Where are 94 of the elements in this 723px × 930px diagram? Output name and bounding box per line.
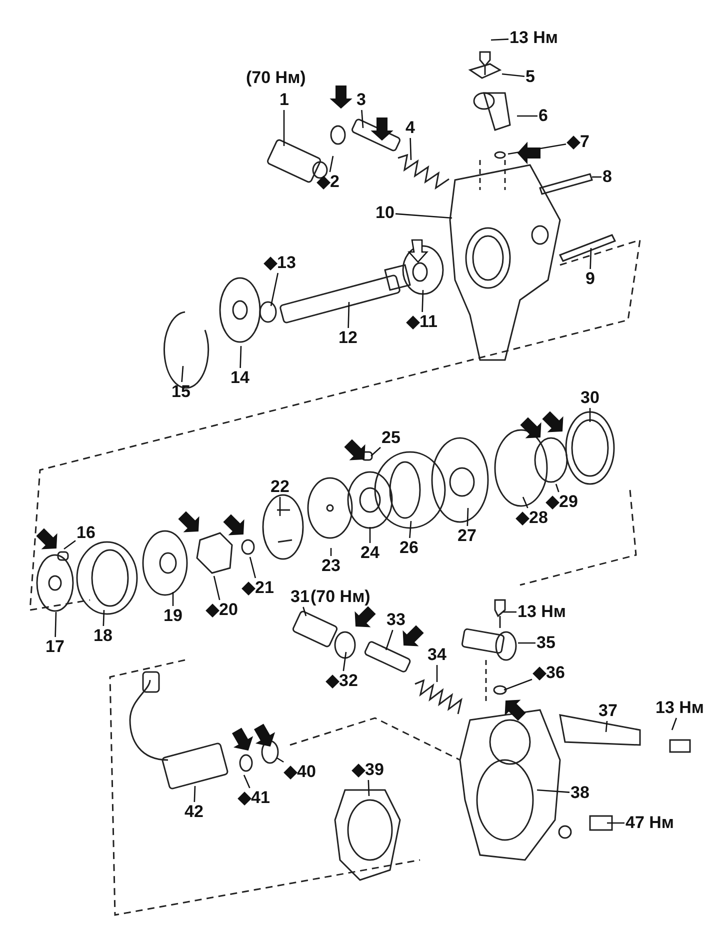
leader-line xyxy=(270,272,279,306)
leader-line xyxy=(368,780,370,796)
leader-line xyxy=(536,789,570,793)
callout-number: 12 xyxy=(338,329,358,347)
torque-value: 47 Нм xyxy=(626,814,674,832)
callout-number: ◆28 xyxy=(516,509,548,527)
callout-number: ◆20 xyxy=(206,601,238,619)
callout-number: ◆41 xyxy=(238,789,270,807)
callout-number: 35 xyxy=(536,634,556,652)
leader-line xyxy=(409,520,412,538)
callout-number: 24 xyxy=(360,544,380,562)
leader-line xyxy=(243,774,250,788)
torque-value: 13 Нм xyxy=(656,699,704,717)
callout-number: 42 xyxy=(184,803,204,821)
callout-number: ◆11 xyxy=(406,313,438,331)
callout-number: 10 xyxy=(376,204,394,222)
leader-line xyxy=(249,556,256,578)
callout-number: ◆21 xyxy=(242,579,274,597)
callout-number: 26 xyxy=(400,539,418,557)
leader-line xyxy=(54,612,57,638)
leader-line xyxy=(240,346,242,368)
callout-number: 25 xyxy=(382,429,400,447)
leader-line xyxy=(64,540,76,550)
leader-line xyxy=(395,213,452,219)
callout-number: 9 xyxy=(586,270,595,288)
leader-line xyxy=(172,592,174,606)
callout-number: ◆32 xyxy=(326,672,358,690)
leader-line xyxy=(508,143,566,155)
callout-number: 4 xyxy=(406,119,415,137)
leader-line xyxy=(590,248,592,270)
callout-number: ◆13 xyxy=(264,254,296,272)
callout-number: ◆36 xyxy=(533,664,565,682)
leader-line xyxy=(330,548,332,556)
leader-line xyxy=(605,720,608,732)
leader-line xyxy=(517,115,538,117)
leader-line xyxy=(276,757,284,763)
leader-line xyxy=(410,138,412,160)
leader-line xyxy=(592,176,602,178)
leader-line xyxy=(361,110,364,128)
callout-number: 8 xyxy=(602,168,612,186)
callout-number: 14 xyxy=(230,369,250,387)
callout-number: 31 xyxy=(290,587,310,606)
callout-number: 30 xyxy=(580,389,600,407)
leader-line xyxy=(490,38,509,41)
leader-line xyxy=(348,302,350,328)
callout-number: ◆40 xyxy=(284,763,316,781)
torque-value: (70 Нм) xyxy=(246,69,306,87)
callout-number: 38 xyxy=(570,784,590,802)
callout-number: 17 xyxy=(46,638,64,656)
callout-number: 23 xyxy=(322,557,340,575)
leader-line xyxy=(385,630,394,650)
callout-number: 15 xyxy=(172,383,190,401)
callout-number: ◆39 xyxy=(352,761,384,779)
callout-number: 16 xyxy=(76,524,96,542)
callout-number: 22 xyxy=(270,478,290,496)
callout-number: 1 xyxy=(280,90,289,109)
callout-number: 19 xyxy=(164,607,182,625)
torque-value: (70 Нм) xyxy=(310,588,370,606)
leader-line xyxy=(302,606,307,616)
leader-line xyxy=(283,110,285,146)
leader-line xyxy=(436,665,438,682)
leader-line xyxy=(279,497,281,516)
callout-number: ◆29 xyxy=(546,493,578,511)
callout-number: 18 xyxy=(94,627,112,645)
callout-number: 27 xyxy=(458,527,476,545)
leader-line xyxy=(369,527,371,543)
callout-number: 34 xyxy=(428,646,446,664)
leader-line xyxy=(213,576,220,600)
callout-number: 33 xyxy=(386,611,406,629)
leader-line xyxy=(504,678,532,691)
leader-line xyxy=(503,611,516,613)
callout-number: ◆2 xyxy=(317,173,340,191)
leader-line xyxy=(502,73,525,78)
leader-line xyxy=(607,822,624,824)
leader-line xyxy=(466,508,469,526)
torque-value: 13 Нм xyxy=(510,29,558,47)
leader-line xyxy=(102,610,105,626)
callout-number: 3 xyxy=(356,91,366,109)
callout-number: ◆7 xyxy=(567,133,590,151)
callout-number: 6 xyxy=(538,107,548,125)
leader-line xyxy=(181,366,184,382)
callout-number: 5 xyxy=(526,68,535,86)
leader-line xyxy=(589,408,591,422)
leader-line xyxy=(555,484,560,492)
leader-line xyxy=(522,496,528,508)
callout-number: 37 xyxy=(598,702,618,720)
leader-line xyxy=(518,642,536,644)
leader-line xyxy=(370,446,381,456)
leader-line xyxy=(422,290,424,312)
leader-line xyxy=(329,156,334,172)
leader-line xyxy=(671,718,678,730)
torque-value: 13 Нм xyxy=(518,603,566,621)
leader-line xyxy=(194,786,196,802)
leader-line xyxy=(342,652,347,672)
